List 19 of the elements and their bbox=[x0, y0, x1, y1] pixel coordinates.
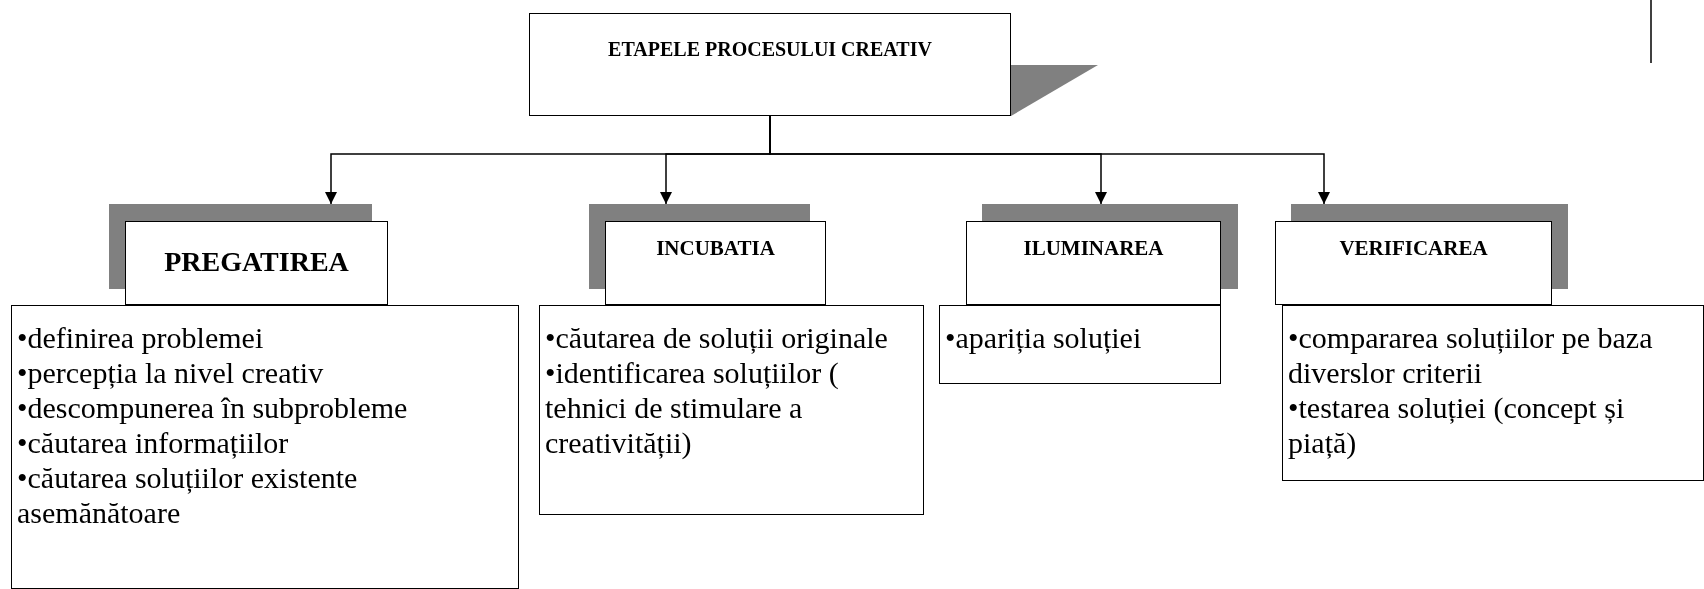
bullet-item: •apariția soluției bbox=[945, 320, 1143, 355]
text-box bbox=[939, 305, 1221, 384]
bullet-item: •compararea soluțiilor pe baza diverslor criterii bbox=[1288, 320, 1654, 390]
stage-heading: INCUBATIA bbox=[605, 221, 826, 305]
text-box bbox=[11, 305, 519, 589]
bullet-item: •definirea problemei bbox=[17, 320, 265, 355]
text-box bbox=[1282, 305, 1704, 481]
stage-heading: VERIFICAREA bbox=[1275, 221, 1552, 305]
bullet-item: •căutarea de soluții originale bbox=[545, 320, 889, 355]
stage-heading: PREGATIREA bbox=[125, 221, 388, 305]
stage-heading: ILUMINAREA bbox=[966, 221, 1221, 305]
title-box: ETAPELE PROCESULUI CREATIV bbox=[529, 13, 1011, 116]
bullet-item: •descompunerea în subprobleme bbox=[17, 390, 409, 425]
bullet-item: •percepția la nivel creativ bbox=[17, 355, 325, 390]
bullet-item: •căutarea soluțiilor existente asemănătoare bbox=[17, 460, 359, 530]
bullet-item: •testarea soluției (concept și piață) bbox=[1288, 390, 1626, 460]
bullet-item: •căutarea informațiilor bbox=[17, 425, 290, 460]
bullet-item: •identificarea soluțiilor ( tehnici de stimulare a creativității) bbox=[545, 355, 840, 460]
text-box bbox=[539, 305, 924, 515]
